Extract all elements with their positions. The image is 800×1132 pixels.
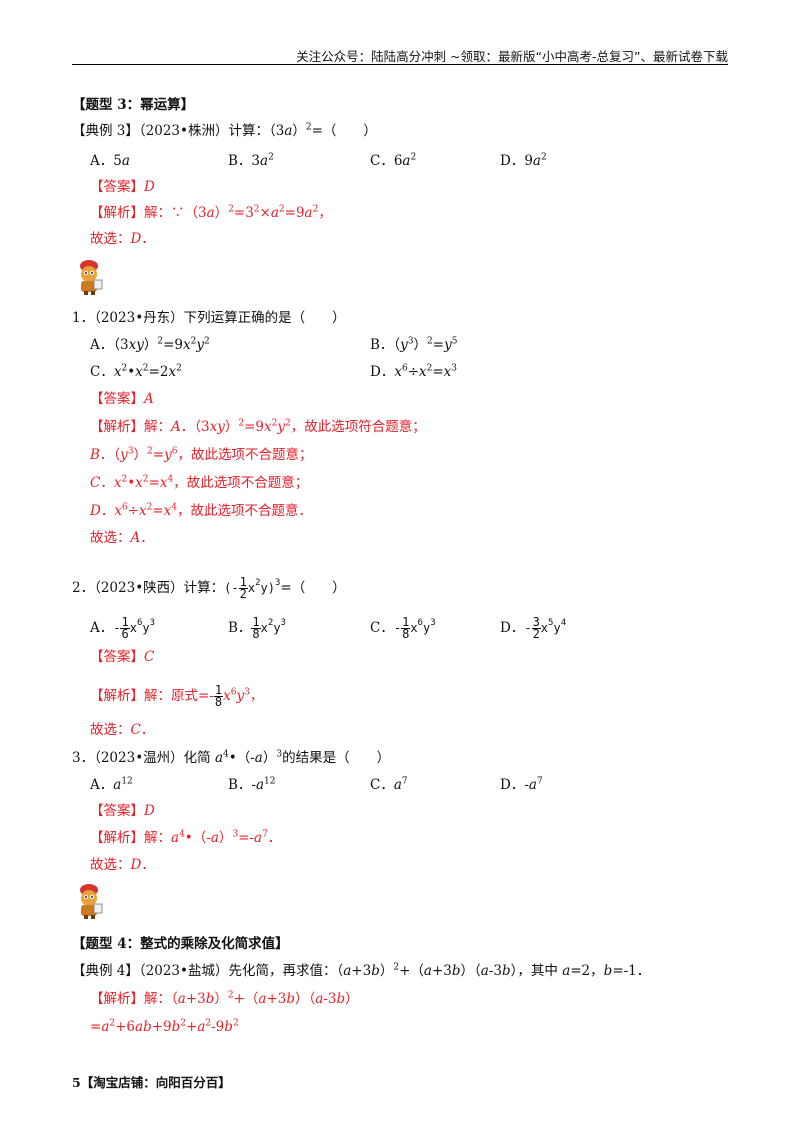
ex3-option-d: D．9a2 (500, 152, 547, 169)
q3-option-c: C．a7 (370, 776, 408, 793)
ex3-answer: 【答案】D (90, 179, 155, 195)
shop-name: 【淘宝店铺：向阳百分百】 (80, 1075, 231, 1090)
q3-stem: 3．（2023•温州）化简 a4•（-a）3的结果是（ ） (72, 749, 391, 766)
mascot-icon (72, 258, 106, 296)
q1-analysis-line2: B．（y3）2=y6，故此选项不合题意； (90, 446, 313, 463)
q3-answer: 【答案】D (90, 803, 155, 819)
section4-title: 【题型 4：整式的乘除及化简求值】 (72, 936, 289, 952)
ex3-option-c: C．6a2 (370, 152, 417, 169)
q3-option-a: A．a12 (90, 776, 133, 793)
q1-option-a: A．（3xy）2=9x2y2 (90, 336, 210, 353)
q1-option-d: D．x6÷x2=x3 (370, 363, 458, 380)
q2-answer: 【答案】C (90, 649, 155, 665)
example3-stem: 【典例 3】（2023•株洲）计算：（3a）2=（ ） (72, 122, 377, 139)
ex4-analysis: 【解析】解：（a+3b）2+（a+3b）（a-3b） (90, 990, 359, 1007)
page-header: 关注公众号：陆陆高分冲刺 ~领取：最新版“小中高考-总复习”、最新试卷下载 (72, 46, 728, 65)
page-number: 5 (72, 1075, 81, 1090)
q3-analysis: 【解析】解：a4•（-a）3=-a7． (90, 829, 282, 846)
q1-answer: 【答案】A (90, 391, 154, 407)
q1-choose: 故选：A． (90, 530, 154, 546)
ex3-option-a: A．5a (90, 153, 130, 169)
ex4-step: =a2+6ab+9b2+a2-9b2 (90, 1018, 239, 1035)
header-text: 关注公众号：陆陆高分冲刺 ~领取：最新版“小中高考-总复习”、最新试卷下载 (296, 49, 728, 64)
q1-option-b: B．（y3）2=y5 (370, 336, 458, 353)
section3-title: 【题型 3：幂运算】 (72, 97, 195, 113)
q1-analysis-line4: D．x6÷x2=x4，故此选项不合题意． (90, 502, 313, 519)
q2-choose: 故选：C． (90, 722, 155, 738)
q1-analysis-line1: 【解析】解：A．（3xy）2=9x2y2，故此选项符合题意； (90, 418, 426, 435)
q1-option-c: C．x2•x2=2x2 (90, 363, 182, 380)
ex3-analysis: 【解析】解：∵（3a）2=32×a2=9a2， (90, 204, 332, 221)
q1-stem: 1．（2023•丹东）下列运算正确的是（ ） (72, 310, 346, 326)
ex3-choose: 故选：D． (90, 231, 155, 247)
mascot-icon (72, 882, 106, 920)
q3-choose: 故选：D． (90, 857, 155, 873)
example4-stem: 【典例 4】（2023•盐城）先化简，再求值：（a+3b）2+（a+3b）（a-… (72, 962, 651, 979)
q1-analysis-line3: C．x2•x2=x4，故此选项不合题意； (90, 474, 309, 491)
page-footer: 5【淘宝店铺：向阳百分百】 (72, 1072, 231, 1091)
q3-option-d: D．-a7 (500, 776, 543, 793)
ex3-option-b: B．3a2 (228, 152, 274, 169)
q3-option-b: B．-a12 (228, 776, 276, 793)
